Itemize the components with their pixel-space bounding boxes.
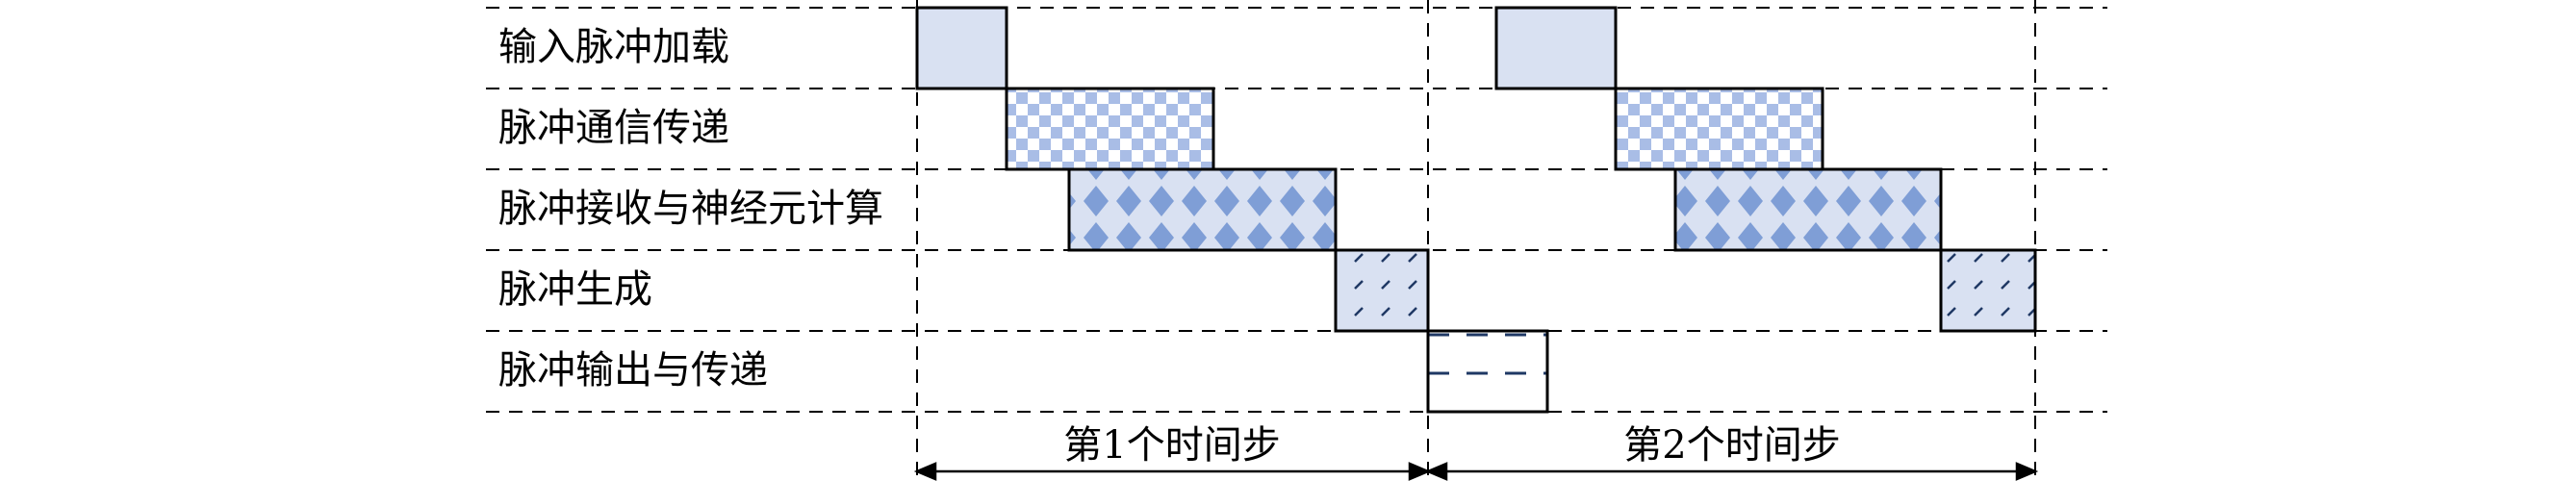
time-step-1-arrow-right-head [1408, 462, 1432, 481]
time-step-2-label: 第2个时间步 [1623, 423, 1840, 468]
block-input-load-step2 [1494, 6, 1618, 90]
block-output-transfer-step1 [1426, 329, 1549, 414]
time-step-2-blocks [1494, 6, 2037, 333]
block-comm-transfer-step2 [1614, 87, 1824, 171]
time-step-2-arrow-right-head [2015, 462, 2039, 481]
block-spike-generation-step1 [1334, 248, 1430, 333]
row-label-spike-generation: 脉冲生成 [498, 267, 652, 312]
block-spike-generation-step2 [1939, 248, 2037, 333]
time-step-arrows [913, 462, 2039, 481]
time-step-1-blocks [915, 6, 1549, 414]
row-label-output-transfer: 脉冲输出与传递 [498, 348, 768, 392]
time-step-2-arrow-left-head [1424, 462, 1448, 481]
time-step-1-arrow-left-head [913, 462, 937, 481]
block-input-load-step1 [915, 6, 1008, 90]
row-labels: 输入脉冲加载 脉冲通信传递 脉冲接收与神经元计算 脉冲生成 脉冲输出与传递 [498, 25, 883, 392]
row-label-receive-compute: 脉冲接收与神经元计算 [498, 187, 883, 231]
time-step-1-label: 第1个时间步 [1063, 423, 1280, 468]
block-receive-compute-step1 [1067, 167, 1338, 252]
block-comm-transfer-step1 [1005, 87, 1215, 171]
row-label-comm-transfer: 脉冲通信传递 [498, 106, 729, 150]
block-receive-compute-step2 [1673, 167, 1943, 252]
row-label-input-load: 输入脉冲加载 [498, 25, 729, 69]
